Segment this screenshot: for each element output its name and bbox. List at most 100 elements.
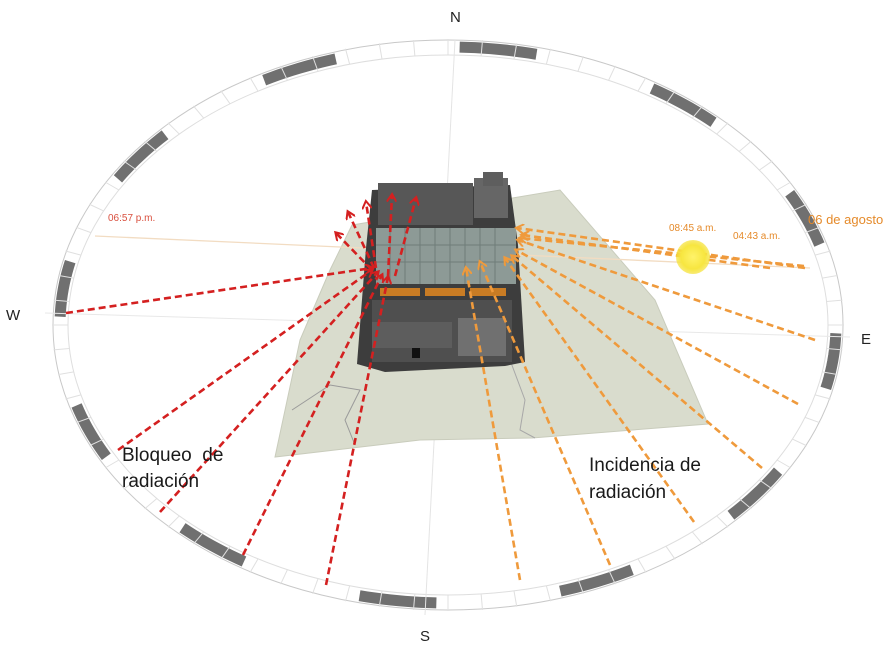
- ring-tick: [75, 226, 92, 234]
- ring-tick: [513, 43, 518, 60]
- ring-tick: [378, 43, 383, 60]
- ring-tick: [716, 122, 729, 135]
- ring-segment: [785, 190, 825, 247]
- ring-tick: [637, 77, 647, 92]
- incidence-arrow: [520, 238, 805, 268]
- ring-tick: [826, 348, 843, 351]
- compass-west: W: [6, 307, 21, 324]
- compass-south: S: [420, 628, 430, 645]
- ring-tick: [220, 545, 231, 560]
- ring-tick: [738, 140, 752, 152]
- ring-segment: [459, 41, 538, 60]
- ring-tick: [412, 593, 416, 610]
- ring-tick: [792, 203, 808, 212]
- ring-segment: [820, 333, 842, 391]
- ring-tick: [104, 459, 120, 469]
- ring-ticks: [52, 39, 844, 611]
- ring-tick: [480, 593, 484, 610]
- ring-tick: [104, 181, 120, 191]
- ring-tick: [758, 160, 773, 171]
- ring-tick: [280, 569, 288, 585]
- blocking-arrow: [393, 198, 416, 277]
- ring-tick: [776, 459, 792, 469]
- compass-east: E: [861, 331, 871, 348]
- sunset-time-label: 06:57 p.m.: [108, 213, 155, 224]
- ring-tick: [88, 438, 104, 447]
- blocking-arrow: [159, 272, 378, 513]
- ring-segment: [113, 130, 169, 183]
- ring-segment: [179, 523, 247, 567]
- ring-segment: [649, 83, 717, 127]
- terrain-contour: [291, 384, 361, 446]
- ring-tick: [814, 394, 831, 400]
- blocking-label-line1: Bloqueo de: [122, 445, 223, 466]
- incidence-label-line1: Incidencia de: [589, 455, 701, 476]
- ring-tick: [144, 140, 158, 152]
- ring-tick: [814, 250, 831, 256]
- ring-segments: [54, 41, 842, 609]
- ring-tick: [345, 585, 351, 602]
- ring-tick: [75, 416, 92, 424]
- ring-segment: [71, 403, 111, 460]
- ring-tick: [776, 181, 792, 191]
- ring-tick: [826, 299, 843, 302]
- ring-tick: [480, 40, 484, 57]
- ring-tick: [758, 479, 773, 490]
- ring-tick: [123, 160, 138, 171]
- ring-tick: [792, 438, 808, 447]
- building: [357, 172, 525, 372]
- ring-tick: [822, 371, 839, 376]
- incidence-label-line2: radiación: [589, 482, 666, 503]
- incidence-arrows: [466, 228, 816, 581]
- ring-segment: [727, 467, 783, 520]
- ring-tick: [193, 105, 205, 119]
- ring-tick: [412, 40, 416, 57]
- ring-tick: [577, 578, 584, 594]
- ring-tick: [608, 569, 616, 585]
- ring-tick: [249, 558, 259, 573]
- ring-tick: [716, 515, 729, 528]
- ring-tick: [249, 77, 259, 92]
- incidence-arrow: [522, 235, 771, 270]
- ring-tick: [691, 531, 703, 545]
- ring-tick: [65, 250, 82, 256]
- blocking-arrow: [117, 270, 372, 452]
- ring-tick: [193, 531, 205, 545]
- blocking-arrow: [65, 268, 372, 315]
- ring-segment: [262, 53, 337, 86]
- ring-tick: [545, 585, 551, 602]
- ring-segment: [54, 259, 76, 317]
- ring-tick: [665, 90, 676, 105]
- terrain-contour: [509, 359, 536, 439]
- ring-segment: [559, 564, 634, 597]
- ring-tick: [577, 56, 584, 72]
- ring-tick: [378, 590, 383, 607]
- ring-tick: [804, 226, 821, 234]
- ring-tick: [312, 56, 319, 72]
- blocking-arrow: [241, 275, 382, 556]
- ring-tick: [345, 48, 351, 65]
- ring-tick: [167, 515, 180, 528]
- ring-tick: [57, 274, 74, 279]
- incidence-arrow: [516, 250, 799, 406]
- blocking-arrow: [336, 233, 373, 271]
- ring-tick: [144, 498, 158, 510]
- sun-icon: [676, 240, 710, 274]
- ring-tick: [691, 105, 703, 119]
- ring-tick: [123, 479, 138, 490]
- ring-tick: [57, 371, 74, 376]
- ring-tick: [220, 90, 231, 105]
- ring-tick: [280, 65, 288, 81]
- incidence-arrow: [505, 258, 696, 523]
- ring-tick: [738, 498, 752, 510]
- blocking-arrow: [324, 277, 388, 586]
- ring-tick: [53, 348, 70, 351]
- ring-tick: [88, 203, 104, 212]
- incidence-arrow: [466, 268, 522, 581]
- blocking-arrows: [65, 195, 416, 586]
- ring-tick: [665, 545, 676, 560]
- compass-north: N: [450, 9, 461, 26]
- ring-tick: [804, 416, 821, 424]
- date-label: 06 de agosto: [808, 212, 883, 227]
